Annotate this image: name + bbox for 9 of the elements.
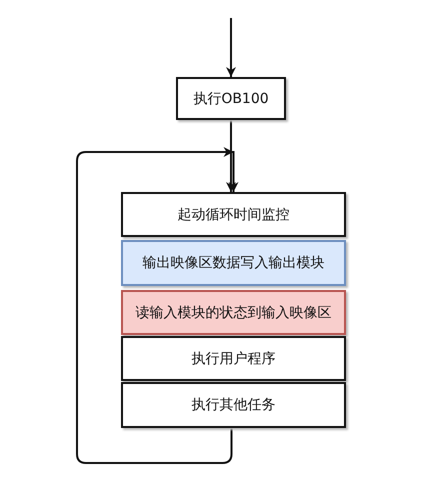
process-box: 起动循环时间监控 [121,192,346,237]
process-box: 执行OB100 [176,77,286,120]
arrow [226,18,236,77]
process-box: 输出映像区数据写入输出模块 [121,240,346,286]
process-box: 读输入模块的状态到输入映像区 [121,290,346,335]
arrow [226,120,236,192]
process-box: 执行其他任务 [121,382,346,428]
process-box: 执行用户程序 [121,336,346,381]
arrow [76,147,238,464]
